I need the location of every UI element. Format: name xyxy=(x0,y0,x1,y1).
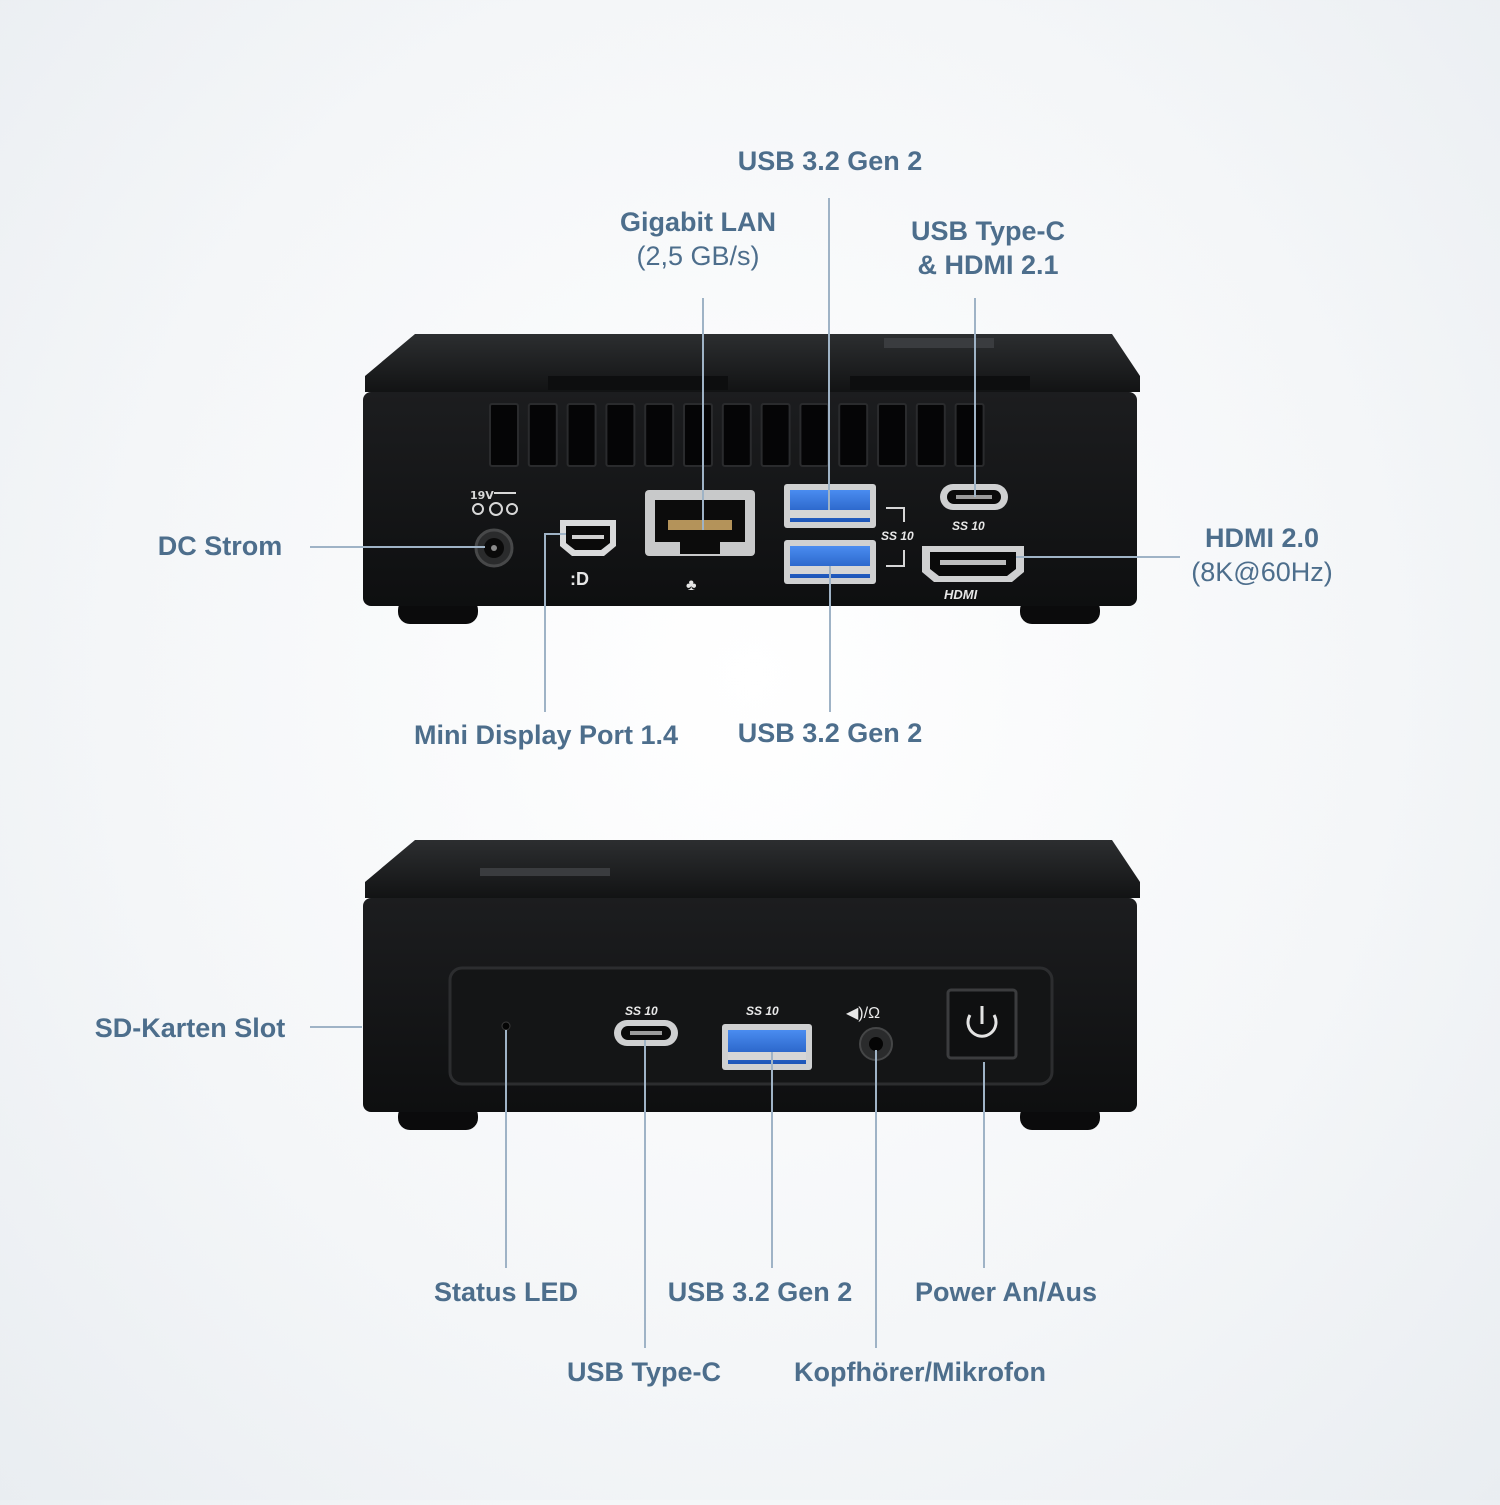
ss10-mark-front-typec: SS 10 xyxy=(625,1004,658,1018)
usb-a-port-front: SS 10 xyxy=(722,1004,812,1070)
label-hdmi20-res: (8K@60Hz) xyxy=(1191,557,1333,587)
front-lid xyxy=(365,840,1140,898)
label-mini-displayport: Mini Display Port 1.4 xyxy=(413,720,679,750)
speaker-headset-icon: ◀)/Ω xyxy=(846,1005,880,1022)
displayport-icon: :D xyxy=(570,569,589,589)
vent-slot xyxy=(527,403,558,467)
hdmi-port: HDMI xyxy=(922,546,1024,602)
ss10-mark-typec: SS 10 xyxy=(952,519,985,533)
vent-slot xyxy=(954,403,985,467)
back-logo-plate xyxy=(884,338,994,348)
label-usb-typec-hdmi-line1: USB Type-C xyxy=(910,216,1065,246)
label-usb-gen2-front: USB 3.2 Gen 2 xyxy=(667,1277,853,1307)
vent-grille xyxy=(489,403,985,467)
ss10-mark-usb: SS 10 xyxy=(881,529,914,543)
back-lid-notch-left xyxy=(548,376,728,390)
status-led xyxy=(501,1021,511,1031)
label-gigabit-lan: Gigabit LAN (2,5 GB/s) xyxy=(548,205,848,273)
back-lid-notch-right xyxy=(850,376,1030,390)
mini-displayport: :D xyxy=(560,520,616,589)
vent-slot xyxy=(489,403,519,467)
ethernet-port: ♣ xyxy=(645,490,755,594)
label-power: Power An/Aus xyxy=(914,1277,1098,1307)
dc-rating-mark: 19V xyxy=(470,489,494,502)
label-usb-gen2-bottom: USB 3.2 Gen 2 xyxy=(737,718,923,748)
hdmi-logo-mark: HDMI xyxy=(944,587,978,602)
label-headphone-mic: Kopfhörer/Mikrofon xyxy=(794,1357,1046,1387)
front-device: SS 10 SS 10 ◀)/Ω xyxy=(363,840,1140,1130)
label-gigabit-lan-title: Gigabit LAN xyxy=(620,207,776,237)
vent-slot xyxy=(683,403,713,467)
label-sd-card-slot: SD-Karten Slot xyxy=(94,1013,286,1043)
label-usb-typec-front: USB Type-C xyxy=(566,1357,721,1387)
power-button xyxy=(946,988,1018,1060)
usb-c-port-front: SS 10 xyxy=(614,1004,678,1046)
label-usb-typec-hdmi: USB Type-C & HDMI 2.1 xyxy=(838,214,1138,282)
front-logo-plate xyxy=(480,868,610,876)
vent-slot xyxy=(644,403,675,467)
vent-slot xyxy=(799,403,830,467)
vent-slot xyxy=(566,403,597,467)
vent-slot xyxy=(915,403,946,467)
label-dc-strom: DC Strom xyxy=(157,531,283,561)
label-gigabit-lan-speed: (2,5 GB/s) xyxy=(636,241,760,271)
label-usb-typec-hdmi-line2: & HDMI 2.1 xyxy=(917,250,1059,280)
vent-slot xyxy=(760,403,791,467)
dc-power-port: 19V xyxy=(470,489,518,568)
back-device: 19V :D ♣ xyxy=(363,334,1140,624)
vent-slot xyxy=(721,403,752,467)
label-usb-gen2-top: USB 3.2 Gen 2 xyxy=(737,146,923,176)
power-icon xyxy=(966,1014,998,1038)
vent-slot xyxy=(838,403,869,467)
label-hdmi20-title: HDMI 2.0 xyxy=(1204,523,1320,553)
leader-lines xyxy=(310,198,1180,1348)
vent-slot xyxy=(877,403,907,467)
label-hdmi20: HDMI 2.0 (8K@60Hz) xyxy=(1162,521,1362,589)
audio-jack: ◀)/Ω xyxy=(846,1005,893,1061)
usb-bracket xyxy=(886,507,905,567)
label-status-led: Status LED xyxy=(433,1277,579,1307)
network-icon: ♣ xyxy=(686,577,697,594)
ss10-mark-front-usb: SS 10 xyxy=(746,1004,779,1018)
vent-slot xyxy=(605,403,636,467)
